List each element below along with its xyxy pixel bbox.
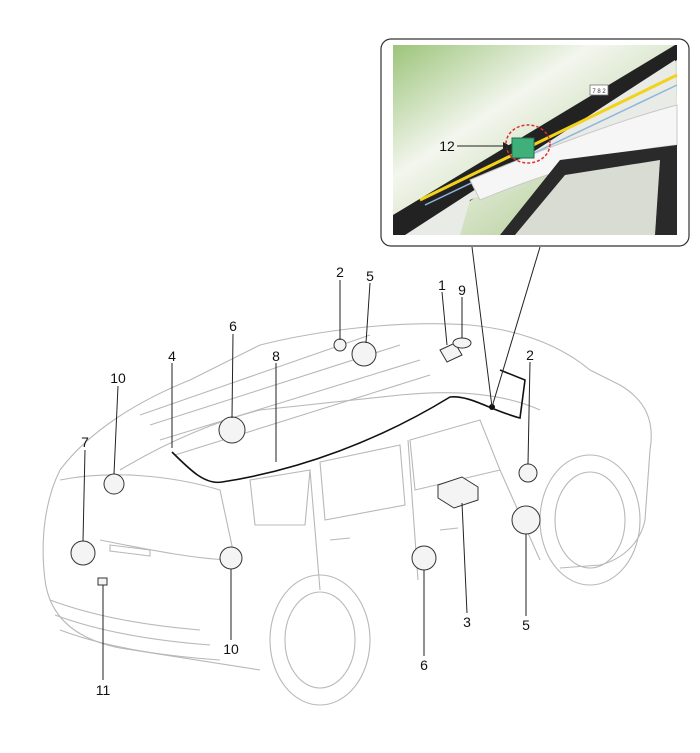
callout-5-front: 5 (522, 617, 530, 633)
callout-6-rear: 6 (229, 318, 237, 334)
callout-11: 11 (96, 682, 111, 698)
part-9-antenna (452, 337, 472, 349)
part-5-speaker-rear (351, 341, 377, 367)
part-12-connector (511, 137, 535, 159)
callout-1: 1 (438, 277, 446, 293)
callout-10-rear: 10 (110, 370, 126, 386)
callout-9: 9 (458, 282, 466, 298)
callout-12: 12 (439, 138, 455, 154)
callout-7: 7 (81, 434, 89, 450)
vehicle-outline (42, 323, 652, 706)
part-6-speaker (218, 416, 246, 444)
part-10-speaker-door (219, 546, 243, 570)
components (70, 337, 541, 586)
leader-lines (82, 280, 531, 680)
highlight-ring (505, 124, 551, 164)
callout-3: 3 (463, 614, 471, 630)
part-1-amplifier-module (439, 342, 463, 363)
part-6-speaker-door (411, 545, 437, 571)
callout-2-front: 2 (526, 347, 534, 363)
callout-8: 8 (272, 348, 280, 364)
inset-detail-photo: 7 8 2 12 (380, 38, 690, 247)
part-2-tweeter-front (518, 463, 538, 483)
callout-6-door: 6 (420, 657, 428, 673)
part-10-speaker-rear (103, 473, 125, 495)
roof-antenna-cable (171, 369, 526, 484)
callout-10-door: 10 (223, 641, 239, 657)
inset-tag-label: 7 8 2 (592, 89, 606, 95)
part-3-audio-unit (437, 476, 479, 509)
part-7-subwoofer (70, 540, 96, 566)
callout-2-rear: 2 (336, 264, 344, 280)
callout-4: 4 (168, 348, 176, 364)
part-2-tweeter-rear (333, 338, 347, 352)
part-5-speaker-front (511, 505, 541, 535)
part-11-sensor (97, 577, 108, 586)
callout-labels: 1 9 2 5 6 4 8 10 7 2 3 5 6 10 11 (81, 264, 534, 698)
callout-5-rear: 5 (366, 268, 374, 284)
